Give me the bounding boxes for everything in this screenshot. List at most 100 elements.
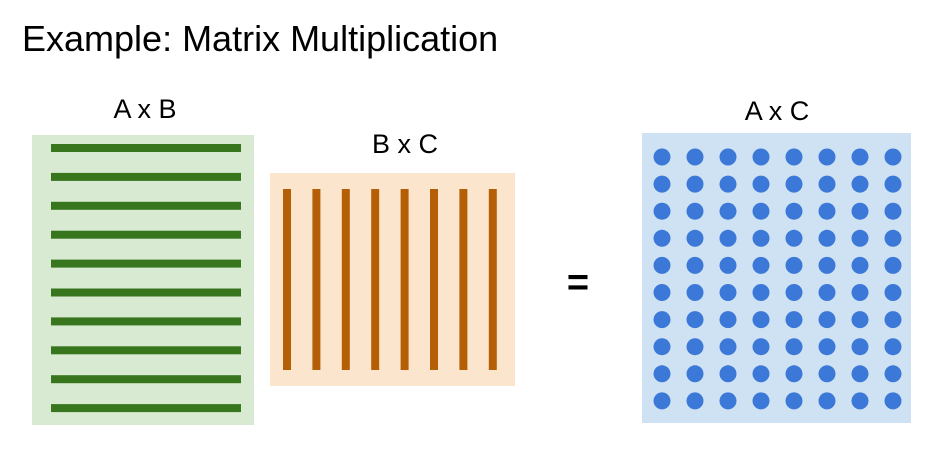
result-cell-dot bbox=[719, 148, 737, 166]
result-cell-dot bbox=[653, 256, 671, 274]
result-cell-dot bbox=[884, 175, 902, 193]
result-cell-dot bbox=[752, 202, 770, 220]
result-cell-dot bbox=[818, 175, 836, 193]
result-cell-dot bbox=[785, 229, 803, 247]
result-cell-dot bbox=[884, 284, 902, 301]
result-cell-dot bbox=[686, 175, 704, 193]
result-cell-dot bbox=[785, 311, 803, 329]
result-cell-dot bbox=[884, 202, 902, 220]
result-cell-dot bbox=[785, 256, 803, 274]
result-cell-dot bbox=[686, 256, 704, 274]
result-cell-dot bbox=[653, 284, 671, 301]
slide-title: Example: Matrix Multiplication bbox=[22, 18, 499, 59]
column-line bbox=[283, 189, 291, 370]
result-cell-dot bbox=[653, 365, 671, 383]
result-cell-dot bbox=[851, 365, 869, 383]
result-cell-dot bbox=[686, 365, 704, 383]
row-line bbox=[51, 404, 241, 413]
result-cell-dot bbox=[851, 256, 869, 274]
result-cell-dot bbox=[752, 175, 770, 193]
result-cell-dot bbox=[884, 392, 902, 410]
column-line bbox=[371, 189, 380, 370]
result-cell-dot bbox=[752, 365, 770, 383]
result-cell-dot bbox=[818, 311, 836, 329]
column-line bbox=[459, 189, 468, 370]
row-line bbox=[51, 172, 241, 181]
result-cell-dot bbox=[653, 392, 671, 410]
result-cell-dot bbox=[785, 148, 803, 166]
result-cell-dot bbox=[719, 175, 737, 193]
equals-sign: = bbox=[566, 262, 590, 304]
row-line bbox=[51, 346, 241, 355]
result-cell-dot bbox=[818, 202, 836, 220]
row-line bbox=[51, 201, 241, 210]
column-line bbox=[312, 189, 321, 370]
result-cell-dot bbox=[818, 365, 836, 383]
result-cell-dot bbox=[851, 311, 869, 329]
result-cell-dot bbox=[851, 229, 869, 247]
column-line bbox=[400, 189, 409, 370]
result-cell-dot bbox=[884, 365, 902, 383]
result-cell-dot bbox=[884, 148, 902, 166]
result-cell-dot bbox=[785, 338, 803, 356]
result-cell-dot bbox=[719, 365, 737, 383]
result-cell-dot bbox=[752, 148, 770, 166]
column-line bbox=[430, 189, 438, 370]
result-cell-dot bbox=[752, 256, 770, 274]
result-cell-dot bbox=[653, 148, 671, 166]
result-cell-dot bbox=[851, 148, 869, 166]
result-cell-dot bbox=[719, 338, 737, 356]
result-cell-dot bbox=[653, 202, 671, 220]
result-cell-dot bbox=[785, 365, 803, 383]
matrix-bc-label: B x C bbox=[371, 129, 439, 159]
result-cell-dot bbox=[653, 229, 671, 247]
column-line bbox=[488, 189, 497, 370]
result-cell-dot bbox=[752, 392, 770, 410]
result-cell-dot bbox=[851, 392, 869, 410]
result-cell-dot bbox=[686, 202, 704, 220]
row-line bbox=[51, 144, 241, 152]
result-cell-dot bbox=[686, 284, 704, 301]
result-cell-dot bbox=[686, 229, 704, 247]
result-cell-dot bbox=[785, 392, 803, 410]
result-cell-dot bbox=[818, 229, 836, 247]
result-cell-dot bbox=[884, 256, 902, 274]
matrix-ac-box bbox=[642, 133, 911, 423]
result-cell-dot bbox=[653, 338, 671, 356]
result-cell-dot bbox=[818, 148, 836, 166]
result-cell-dot bbox=[818, 392, 836, 410]
matrix-bc-box bbox=[270, 173, 515, 386]
result-cell-dot bbox=[818, 338, 836, 356]
result-cell-dot bbox=[719, 229, 737, 247]
result-cell-dot bbox=[686, 392, 704, 410]
row-line bbox=[51, 230, 241, 239]
result-cell-dot bbox=[752, 284, 770, 301]
row-line bbox=[51, 317, 241, 326]
result-cell-dot bbox=[785, 175, 803, 193]
result-cell-dot bbox=[719, 311, 737, 329]
result-cell-dot bbox=[686, 338, 704, 356]
result-cell-dot bbox=[686, 148, 704, 166]
result-cell-dot bbox=[719, 284, 737, 301]
result-cell-dot bbox=[851, 338, 869, 356]
result-cell-dot bbox=[785, 202, 803, 220]
result-cell-dot bbox=[653, 175, 671, 193]
result-cell-dot bbox=[752, 229, 770, 247]
result-cell-dot bbox=[884, 338, 902, 356]
result-cell-dot bbox=[851, 284, 869, 301]
result-cell-dot bbox=[752, 338, 770, 356]
result-cell-dot bbox=[818, 256, 836, 274]
result-cell-dot bbox=[851, 175, 869, 193]
result-cell-dot bbox=[884, 229, 902, 247]
result-cell-dot bbox=[851, 202, 869, 220]
result-cell-dot bbox=[785, 284, 803, 301]
row-line bbox=[51, 288, 241, 297]
row-line bbox=[51, 375, 241, 384]
column-line bbox=[341, 189, 350, 370]
result-cell-dot bbox=[686, 311, 704, 329]
result-cell-dot bbox=[752, 311, 770, 329]
matrix-ac-label: A x C bbox=[744, 96, 810, 126]
result-cell-dot bbox=[719, 202, 737, 220]
row-line bbox=[51, 259, 241, 268]
